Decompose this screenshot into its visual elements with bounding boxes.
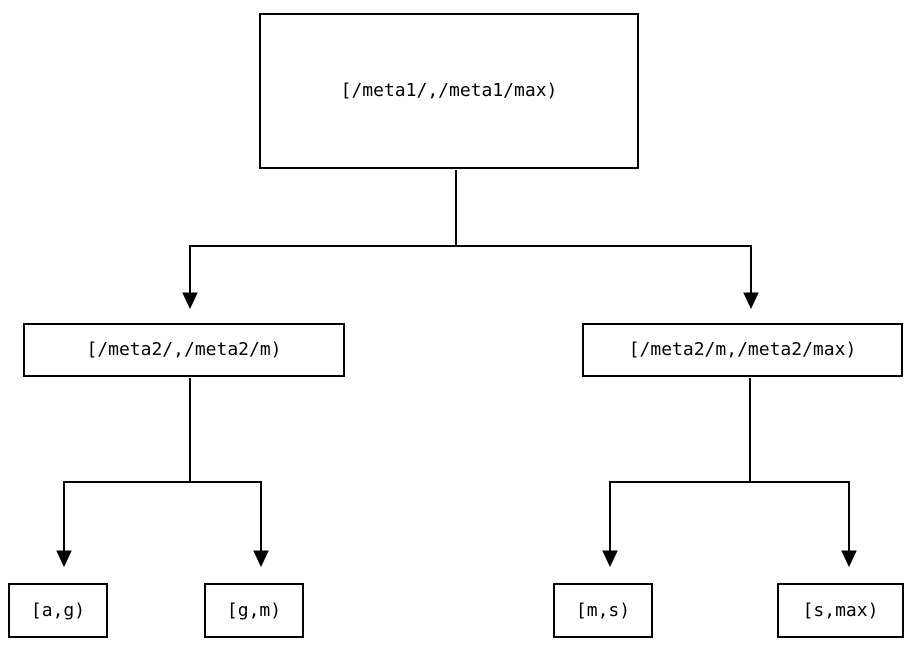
tree-node-meta2-low: [/meta2/,/meta2/m) [23,323,345,377]
arrowhead-leaf-gm [253,550,269,568]
tree-node-meta2-high-label: [/meta2/m,/meta2/max) [628,339,857,360]
tree-node-root-label: [/meta1/,/meta1/max) [340,80,558,101]
tree-node-meta2-high: [/meta2/m,/meta2/max) [582,323,903,377]
arrowhead-meta2-high [743,292,759,310]
arrowhead-leaf-ms [602,550,618,568]
tree-node-meta2-low-label: [/meta2/,/meta2/m) [86,339,282,360]
tree-node-leaf-ms-label: [m,s) [575,599,631,621]
arrowhead-meta2-low [182,292,198,310]
tree-node-leaf-gm-label: [g,m) [226,599,282,621]
tree-node-leaf-ag-label: [a,g) [30,599,86,621]
arrowhead-leaf-smax [841,550,857,568]
tree-node-leaf-smax-label: [s,max) [802,599,879,621]
tree-node-leaf-smax: [s,max) [777,583,904,638]
tree-node-leaf-gm: [g,m) [204,583,304,638]
tree-node-leaf-ag: [a,g) [8,583,108,638]
tree-node-root: [/meta1/,/meta1/max) [259,13,639,169]
tree-node-leaf-ms: [m,s) [553,583,653,638]
arrowhead-leaf-ag [56,550,72,568]
